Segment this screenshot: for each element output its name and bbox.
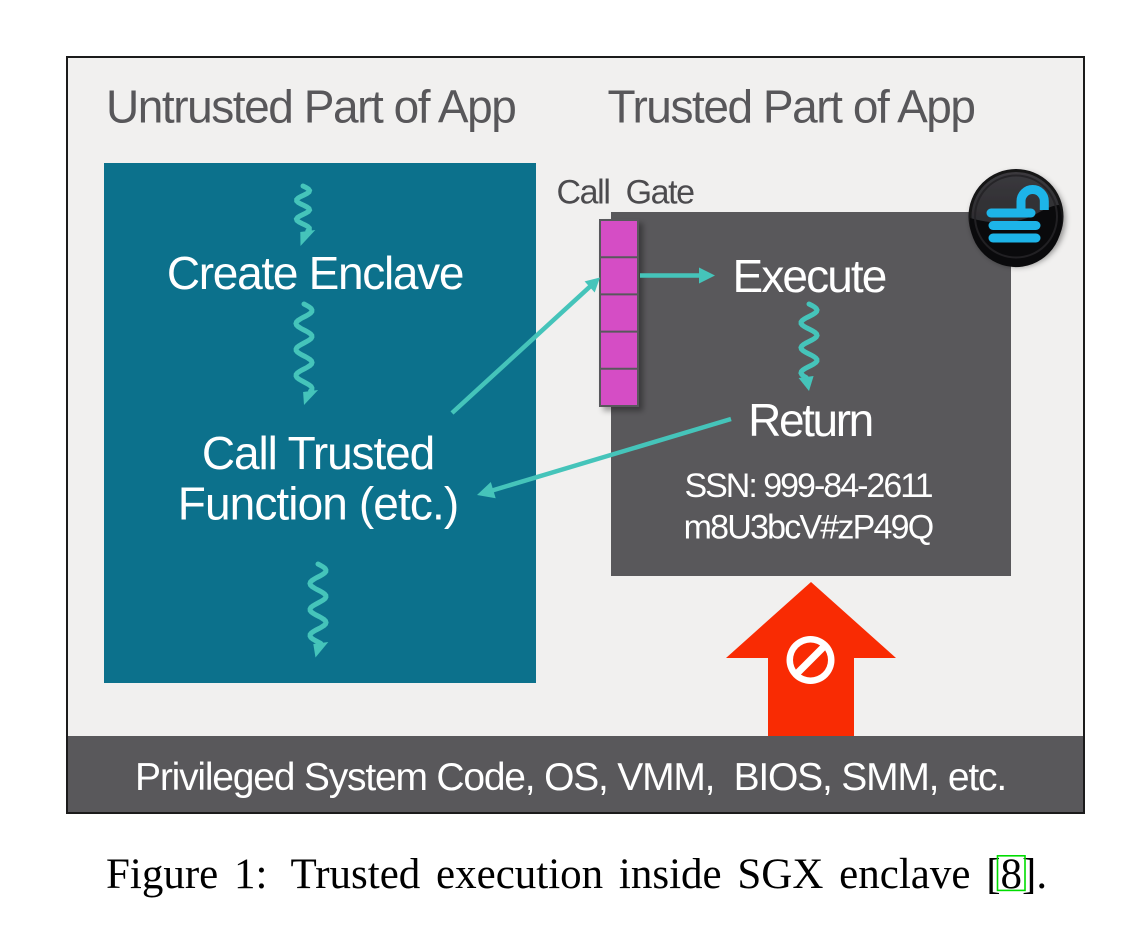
svg-text:SSN: 999-84-2611: SSN: 999-84-2611 [684, 467, 932, 505]
svg-text:Trusted Part of App: Trusted Part of App [608, 81, 975, 133]
svg-text:Call Trusted: Call Trusted [202, 427, 434, 479]
svg-text:Figure 1: Trusted execution in: Figure 1: Trusted execution inside SGX e… [106, 851, 1047, 898]
svg-text:Function (etc.): Function (etc.) [178, 478, 459, 530]
svg-text:Untrusted Part of App: Untrusted Part of App [106, 81, 515, 133]
svg-text:Privileged System Code, OS, VM: Privileged System Code, OS, VMM, BIOS, S… [135, 756, 1006, 799]
svg-text:Call Gate: Call Gate [557, 173, 695, 211]
svg-text:Execute: Execute [733, 250, 886, 302]
svg-text:Create Enclave: Create Enclave [167, 247, 463, 299]
svg-text:Return: Return [748, 394, 872, 446]
svg-text:m8U3bcV#zP49Q: m8U3bcV#zP49Q [684, 509, 933, 547]
